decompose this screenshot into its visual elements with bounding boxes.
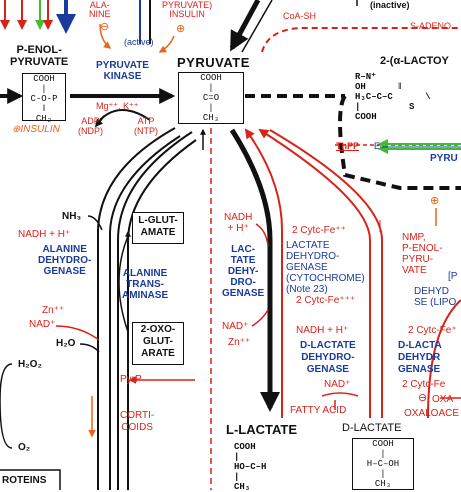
ldh-zn-label: Zn⁺⁺ bbox=[228, 337, 251, 348]
glut-oxoglut-curve bbox=[118, 235, 129, 333]
dlact-red-2 bbox=[269, 129, 383, 418]
corticoids-label: CORTI- COIDS bbox=[120, 410, 155, 433]
alanine-double-path-outer bbox=[97, 127, 176, 490]
pyru-cut-label: PYRU bbox=[430, 153, 458, 164]
h2o-curve bbox=[79, 343, 100, 353]
lactoyl-tpp-structure: R–N⁺ OH ‖ H₃C–C–C \ | S COOH bbox=[355, 72, 431, 122]
right-oxaloace-label: OXALOACE bbox=[404, 408, 460, 419]
pyruvate-insulin-label: PYRUVATE) INSULIN bbox=[162, 0, 213, 19]
oxa-inhibitor-icon: ⊖ bbox=[418, 392, 428, 404]
pyruvate-structure: COOH | C=O | CH₃ bbox=[178, 72, 244, 124]
alanine-transaminase-label: ALANINE TRANS- AMINASE bbox=[122, 268, 169, 301]
active-label: (active) bbox=[124, 37, 154, 47]
insulin-label: ⊕INSULIN bbox=[12, 124, 60, 135]
d-lactate-title: D-LACTATE bbox=[342, 422, 402, 434]
top-diagonal-thin bbox=[241, 0, 273, 53]
dldh-nad-label: NAD⁺ bbox=[324, 379, 351, 390]
insulin-activator-icon: ⊕ bbox=[176, 23, 186, 35]
cytc-fe3-label: 2 Cytc-Fe⁺⁺⁺ bbox=[296, 295, 356, 306]
pyrp-label: PyrP bbox=[120, 374, 142, 385]
h2o2-label: H₂O₂ bbox=[18, 359, 42, 370]
lactate-dh-cytochrome-label: LACTATE DEHYDRO- GENASE (CYTOCHROME) (No… bbox=[286, 240, 365, 295]
right-dehyd-label: DEHYD SE (LIPO bbox=[414, 286, 457, 308]
right-oxa-label: OXA bbox=[432, 394, 454, 405]
h2o2-o2-bracket bbox=[0, 363, 13, 449]
fatty-acid-label: FATTY ACID bbox=[290, 405, 347, 416]
proteins-label: ROTEINS bbox=[2, 475, 47, 486]
dldh-nadh-label: NADH + H⁺ bbox=[296, 325, 349, 336]
fatty-curve bbox=[321, 392, 359, 397]
l-glutamate-box: L-GLUT- AMATE bbox=[132, 212, 184, 244]
ldh-nadh-label: NADH + H⁺ bbox=[224, 212, 253, 234]
alanine-double-path-inner bbox=[109, 135, 181, 490]
oxoglutarate-box: 2-OXO- GLUT- ARATE bbox=[132, 322, 184, 365]
mg-k-label: Mg⁺⁺, K⁺⁺ bbox=[96, 101, 139, 111]
coa-sh-label: CoA-SH bbox=[283, 11, 317, 21]
right-cytc-b-label: 2 Cytc-Fe bbox=[402, 379, 446, 390]
adp-arrow bbox=[95, 115, 105, 128]
right-p-label: [P bbox=[448, 271, 458, 282]
nmp-activator-icon: ⊕ bbox=[430, 195, 440, 207]
proteins-box bbox=[0, 469, 61, 490]
p-enol-pyruvate-structure: COOH | C-O-P ‖ CH₂ bbox=[22, 73, 66, 124]
e-label: E bbox=[374, 141, 381, 151]
o2-label: O₂ bbox=[18, 442, 31, 453]
s-adeno-label: S-ADENO bbox=[410, 21, 452, 31]
top-diagonal-arrow bbox=[229, 0, 261, 52]
alpha-lactoyl-title: 2-(α-LACTOY bbox=[380, 55, 449, 67]
right-cytc-label: 2 Cytc-Fe⁺ bbox=[408, 325, 457, 336]
coa-red-dashed bbox=[261, 27, 461, 53]
alanine-nad-label: NAD⁺ bbox=[29, 319, 56, 330]
alanine-zn-label: Zn⁺⁺ bbox=[42, 305, 65, 316]
right-red-curve bbox=[427, 299, 461, 419]
inactive-label: (inactive) bbox=[370, 0, 410, 10]
nh3-label: NH₃ bbox=[62, 211, 82, 222]
d-lactate-structure: COOH | H–C–OH | CH₃ bbox=[352, 438, 414, 490]
right-dlactate-dh-label: D-LACTA DEHYDR GENASE bbox=[398, 340, 442, 375]
pyruvate-kinase-label: PYRUVATE KINASE bbox=[96, 60, 149, 82]
alanine-nadh-label: NADH + H⁺ bbox=[18, 229, 71, 240]
ldh-nad-label: NAD⁺ bbox=[222, 321, 249, 332]
h2o-label: H₂O bbox=[56, 338, 76, 349]
thpp-label: ThPP bbox=[336, 141, 360, 151]
l-lactate-structure: COOH | HO–C–H | CH₃ bbox=[234, 442, 267, 492]
d-lactate-dehydrogenase-label: D-LACTATE DEHYDRO- GENASE bbox=[300, 340, 356, 375]
alanine-dehydrogenase-label: ALANINE DEHYDRO- GENASE bbox=[38, 244, 92, 277]
ldh-red-return bbox=[244, 128, 283, 418]
p-enol-pyruvate-title: P-ENOL- PYRUVATE bbox=[10, 44, 69, 68]
ldh-nad-curve bbox=[251, 309, 269, 327]
pyruvate-title: PYRUVATE bbox=[177, 55, 250, 70]
adp-label: ADP (NDP) bbox=[78, 116, 103, 136]
nmp-penolpyruvate-label: NMP, P-ENOL- PYRU- VATE bbox=[402, 232, 443, 276]
ldh-nadh-curve bbox=[255, 223, 269, 247]
alanine-inhibit-arrow bbox=[99, 23, 112, 49]
atp-label: ATP (NTP) bbox=[134, 116, 158, 136]
alanine-inhibitor-icon: ⊖ bbox=[100, 21, 110, 33]
nh3-curve bbox=[87, 215, 103, 231]
cytc-fe2-label: 2 Cytc-Fe⁺⁺ bbox=[292, 225, 346, 236]
alanine-label: ALA- NINE bbox=[89, 0, 111, 19]
l-lactate-title: L-LACTATE bbox=[226, 422, 297, 437]
transaminase-path-outer bbox=[117, 131, 193, 490]
transaminase-path-inner bbox=[127, 139, 197, 490]
dlact-red-1 bbox=[258, 128, 371, 418]
ldh-thick-arrow bbox=[229, 128, 280, 412]
insulin-activate-arrow bbox=[158, 35, 175, 53]
right-dashed-loop bbox=[338, 94, 461, 190]
lactate-dehydrogenase-label: LAC- TATE DEHY- DRO- GENASE bbox=[222, 244, 265, 299]
nad-curve bbox=[55, 325, 100, 341]
